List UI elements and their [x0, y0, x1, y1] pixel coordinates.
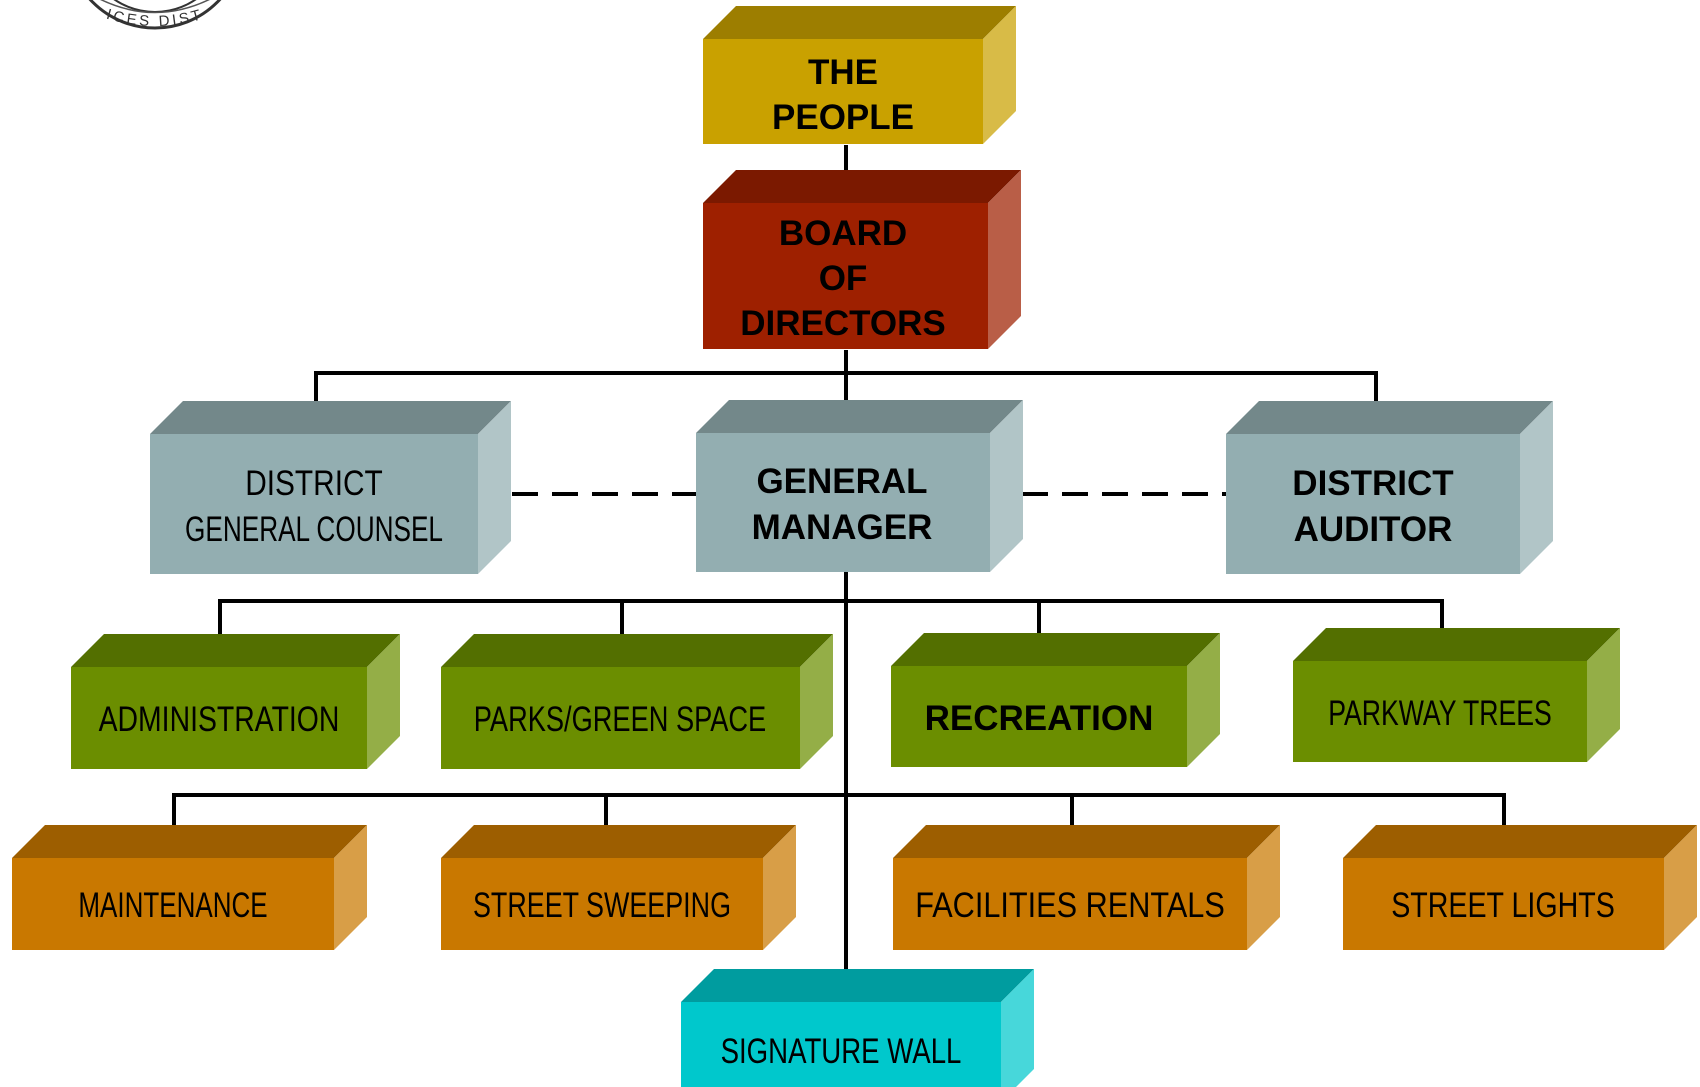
label-general-manager-line-2: MANAGER — [752, 508, 933, 547]
box-front-face — [696, 433, 990, 572]
box-side-face — [763, 825, 796, 950]
box-top-face — [696, 400, 1023, 433]
box-top-face — [1343, 825, 1697, 858]
box-top-face — [703, 6, 1016, 39]
box-side-face — [1664, 825, 1697, 950]
node-facilities-rentals: FACILITIES RENTALS — [893, 825, 1280, 950]
node-parkway-trees: PARKWAY TREES — [1293, 628, 1620, 762]
label-the-people-line-1: THE — [808, 53, 878, 92]
label-street-lights: STREET LIGHTS — [1391, 886, 1615, 925]
box-front-face — [1343, 858, 1664, 950]
box-top-face — [681, 969, 1034, 1002]
box-top-face — [150, 401, 511, 434]
box-side-face — [1247, 825, 1280, 950]
label-parkway-trees: PARKWAY TREES — [1328, 694, 1552, 733]
box-top-face — [1226, 401, 1553, 434]
box-top-face — [71, 634, 400, 667]
box-front-face — [441, 667, 800, 769]
box-side-face — [988, 170, 1021, 349]
box-front-face — [891, 666, 1187, 767]
label-board-of-directors-line-1: BOARD — [779, 214, 907, 253]
box-top-face — [893, 825, 1280, 858]
box-side-face — [983, 6, 1016, 144]
label-facilities-rentals: FACILITIES RENTALS — [915, 886, 1225, 925]
node-board-of-directors: BOARD OF DIRECTORS — [703, 170, 1021, 349]
node-recreation: RECREATION — [891, 633, 1220, 767]
label-board-of-directors-line-3: DIRECTORS — [740, 304, 946, 343]
label-board-of-directors-line-2: OF — [819, 259, 868, 298]
box-front-face — [703, 39, 983, 144]
label-general-manager-line-1: GENERAL — [756, 462, 927, 501]
box-front-face — [71, 667, 367, 769]
node-administration: ADMINISTRATION — [71, 634, 400, 769]
label-district-general-counsel-line-1: DISTRICT — [245, 464, 383, 503]
connector-lines — [172, 145, 1506, 970]
label-administration: ADMINISTRATION — [99, 700, 340, 739]
box-side-face — [990, 400, 1023, 572]
label-district-auditor-line-1: DISTRICT — [1292, 464, 1453, 503]
box-side-face — [1587, 628, 1620, 762]
box-side-face — [1520, 401, 1553, 574]
label-signature-wall: SIGNATURE WALL — [721, 1032, 962, 1071]
district-seal-icon: ICES DIST — [88, 0, 222, 30]
label-street-sweeping: STREET SWEEPING — [473, 886, 731, 925]
box-side-face — [800, 634, 833, 769]
node-district-auditor: DISTRICT AUDITOR — [1226, 401, 1553, 574]
box-front-face — [1293, 661, 1587, 762]
box-side-face — [1187, 633, 1220, 767]
box-front-face — [703, 203, 988, 349]
node-district-general-counsel: DISTRICT GENERAL COUNSEL — [150, 401, 511, 574]
node-the-people: THE PEOPLE — [703, 6, 1016, 144]
box-front-face — [150, 434, 478, 574]
box-side-face — [478, 401, 511, 574]
box-top-face — [12, 825, 367, 858]
label-parks-green-space: PARKS/GREEN SPACE — [474, 700, 766, 739]
node-general-manager: GENERAL MANAGER — [696, 400, 1023, 572]
box-top-face — [441, 634, 833, 667]
box-front-face — [12, 858, 334, 950]
node-maintenance: MAINTENANCE — [12, 825, 367, 950]
label-district-general-counsel-line-2: GENERAL COUNSEL — [185, 510, 443, 549]
label-recreation: RECREATION — [925, 699, 1154, 738]
box-front-face — [681, 1002, 1001, 1087]
label-district-auditor-line-2: AUDITOR — [1294, 510, 1453, 549]
box-front-face — [893, 858, 1247, 950]
node-signature-wall: SIGNATURE WALL — [681, 969, 1034, 1087]
box-top-face — [441, 825, 796, 858]
node-street-sweeping: STREET SWEEPING — [441, 825, 796, 950]
node-parks-green-space: PARKS/GREEN SPACE — [441, 634, 833, 769]
box-side-face — [367, 634, 400, 769]
label-maintenance: MAINTENANCE — [78, 886, 267, 925]
box-front-face — [1226, 434, 1520, 574]
box-front-face — [441, 858, 763, 950]
box-top-face — [1293, 628, 1620, 661]
box-top-face — [703, 170, 1021, 203]
seal-text: ICES DIST — [104, 6, 205, 30]
node-street-lights: STREET LIGHTS — [1343, 825, 1697, 950]
node-boxes: THE PEOPLE BOARD OF DIRECTORS DISTRICT GENERAL… — [12, 6, 1697, 1087]
box-top-face — [891, 633, 1220, 666]
box-side-face — [334, 825, 367, 950]
label-the-people-line-2: PEOPLE — [772, 98, 914, 137]
box-side-face — [1001, 969, 1034, 1087]
